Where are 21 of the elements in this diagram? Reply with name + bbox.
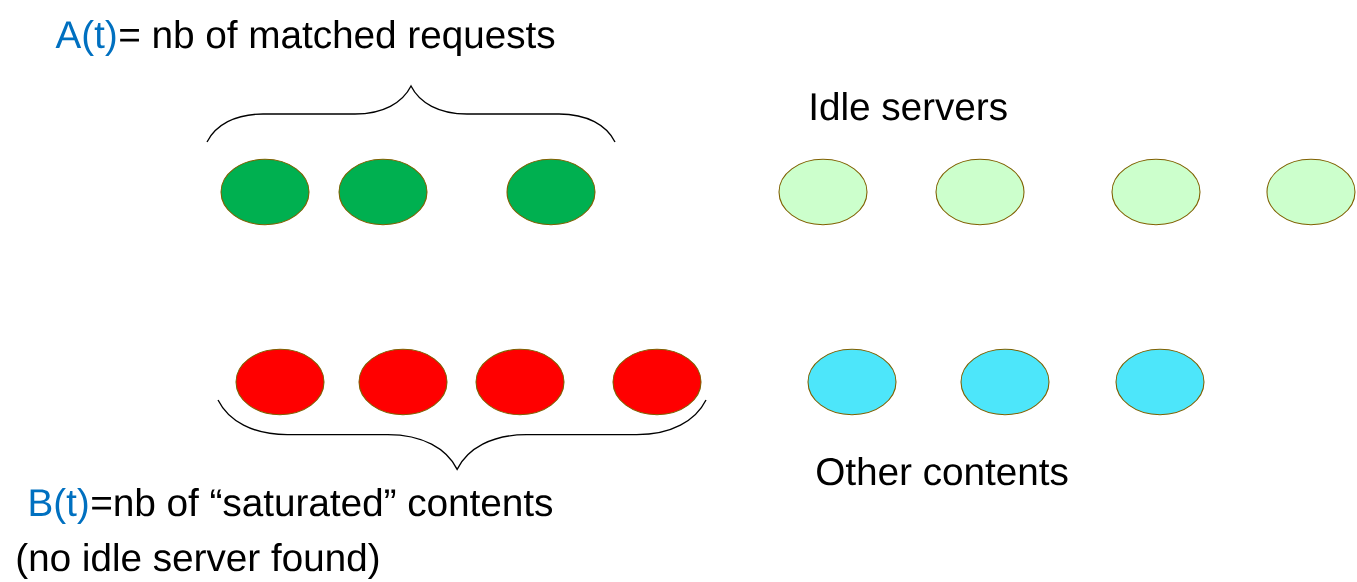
ellipse bbox=[612, 348, 702, 416]
ellipse bbox=[506, 158, 596, 226]
ellipse bbox=[960, 348, 1050, 416]
label-text: A(t) bbox=[55, 20, 116, 56]
ellipse bbox=[1266, 158, 1356, 226]
label-text: = nb of matched requests bbox=[120, 20, 555, 57]
ellipse bbox=[778, 158, 868, 226]
label-text: Idle servers bbox=[811, 92, 1007, 121]
ellipse bbox=[235, 348, 325, 416]
ellipse bbox=[475, 348, 565, 416]
ellipse bbox=[1115, 348, 1205, 416]
label-text: B(t) bbox=[30, 487, 88, 524]
ellipse bbox=[220, 158, 310, 226]
ellipse bbox=[807, 348, 897, 416]
label-text: (no idle server found) bbox=[17, 542, 379, 579]
ellipse bbox=[338, 158, 428, 226]
ellipse bbox=[1111, 158, 1201, 226]
label-text: Other contents bbox=[817, 456, 1068, 486]
label-text: =nb of “saturated” contents bbox=[92, 487, 553, 517]
ellipse bbox=[935, 158, 1025, 226]
ellipse bbox=[358, 348, 448, 416]
